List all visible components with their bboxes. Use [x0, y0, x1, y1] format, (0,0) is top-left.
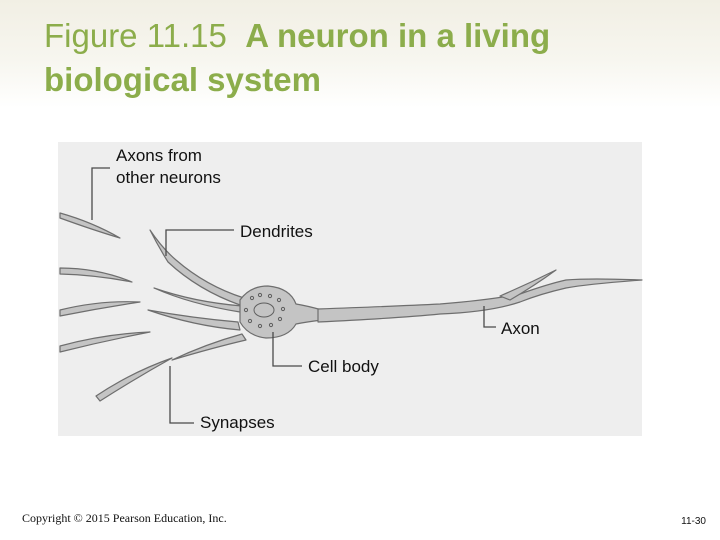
granule [277, 316, 283, 322]
granule [249, 295, 255, 301]
label-axons-line2: other neurons [116, 168, 221, 187]
slide-title: Figure 11.15 A neuron in a living biolog… [44, 14, 684, 102]
granule [280, 306, 286, 312]
leader-dendrites [165, 229, 234, 256]
granule [257, 292, 263, 298]
figure-number: Figure 11.15 [44, 17, 227, 54]
label-axons-line1: Axons from [116, 146, 202, 165]
incoming-axon-5 [95, 357, 173, 402]
granule [276, 297, 282, 303]
copyright-notice: Copyright © 2015 Pearson Education, Inc. [22, 511, 227, 525]
neuron [59, 212, 643, 402]
nucleus [243, 292, 286, 329]
leader-axons [91, 167, 110, 220]
nucleus-outline [253, 302, 275, 318]
axon [317, 278, 643, 323]
granule [268, 322, 274, 328]
granule [243, 307, 249, 313]
incoming-axon-2 [59, 267, 133, 283]
title-band [0, 0, 720, 108]
leader-lines [91, 167, 496, 424]
page-number: 11-30 [681, 516, 706, 527]
incoming-axon-4 [59, 331, 151, 353]
dendrite-left [147, 309, 241, 331]
leader-cell-body [272, 332, 302, 367]
cell-body [239, 285, 323, 339]
granule [257, 323, 263, 329]
label-axon: Axon [501, 319, 540, 338]
dendrite-lower [171, 333, 247, 361]
leader-axon [483, 306, 496, 328]
figure-title: A neuron in a living biological system [44, 17, 551, 98]
leader-synapses [169, 366, 194, 424]
label-cell-body: Cell body [308, 357, 379, 376]
dendrite-upper [149, 229, 245, 306]
granule [267, 293, 273, 299]
dendrite-mid-upper [153, 287, 243, 313]
axon-branch [499, 269, 557, 301]
granule [247, 318, 253, 324]
label-dendrites: Dendrites [240, 222, 313, 241]
incoming-axon-1 [59, 212, 121, 239]
incoming-axon-3 [59, 301, 141, 317]
label-synapses: Synapses [200, 413, 275, 432]
